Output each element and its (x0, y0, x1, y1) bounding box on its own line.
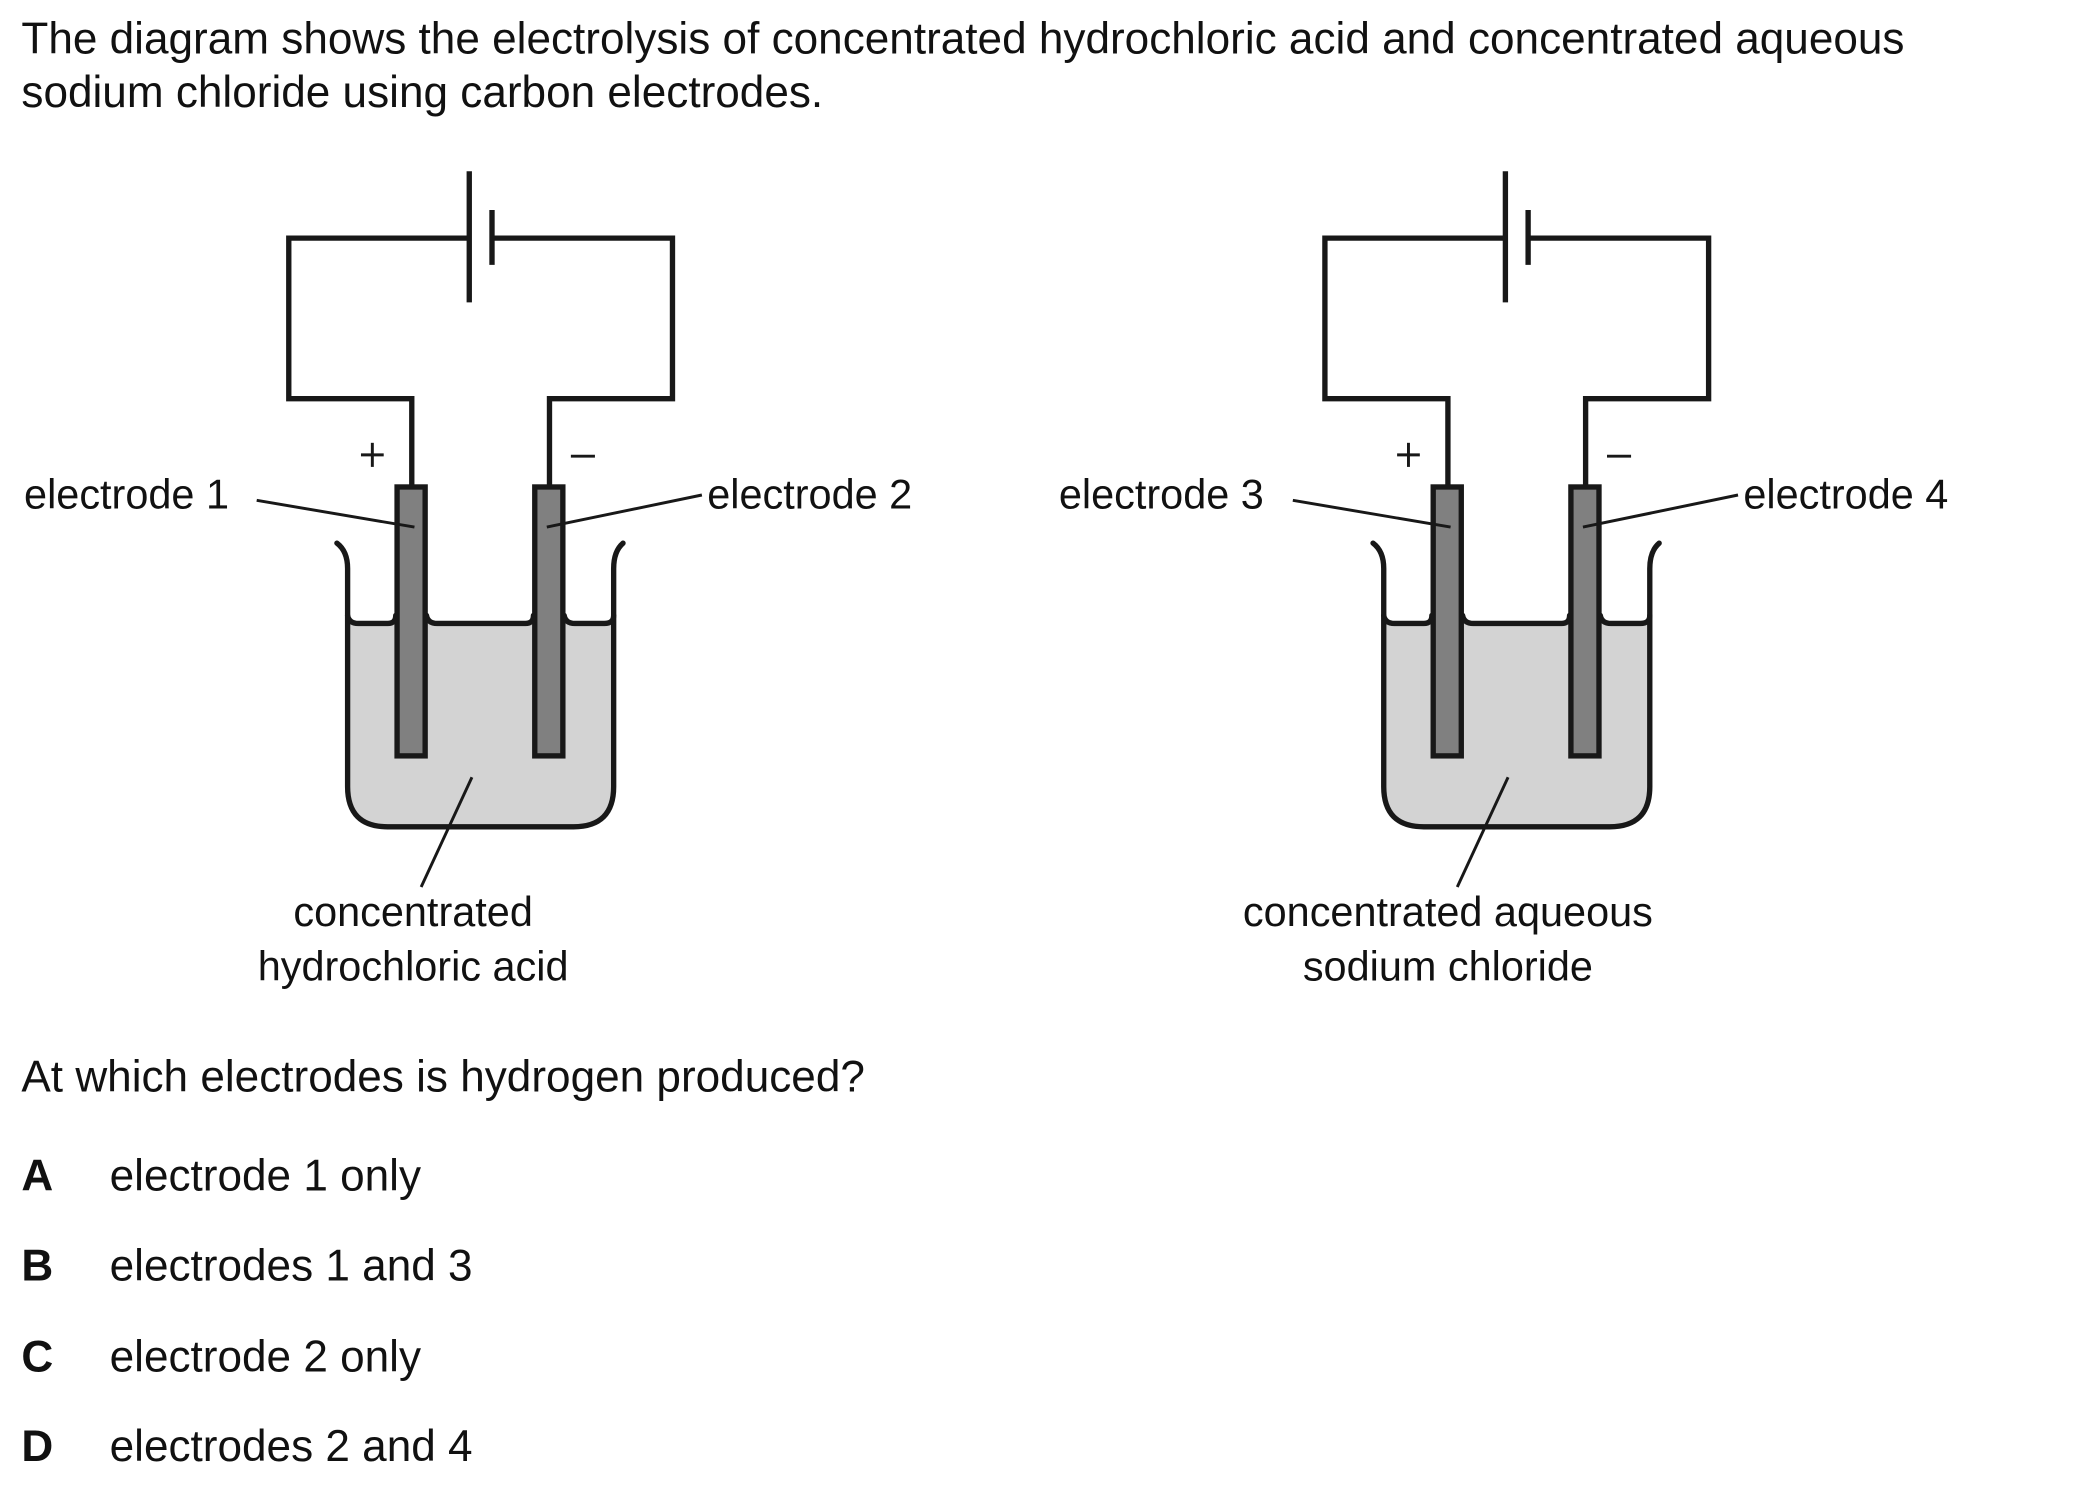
electrode-2-leader (546, 493, 703, 529)
option-text[interactable]: electrodes 2 and 4 (110, 1422, 473, 1471)
solution-label-line-2: sodium chloride (1303, 943, 1593, 990)
intro-line-2: sodium chloride using carbon electrodes. (21, 68, 823, 117)
positive-terminal-icon (1397, 442, 1420, 467)
liquid-surface (344, 612, 617, 627)
intro-line-1: The diagram shows the electrolysis of co… (21, 15, 1904, 64)
positive-terminal-icon (360, 442, 384, 467)
electrode-1-leader (256, 498, 415, 529)
circuit-wires (1322, 235, 1712, 487)
option-text[interactable]: electrode 2 only (110, 1332, 421, 1381)
solution-sodium-chloride (1383, 622, 1650, 827)
option-text[interactable]: electrodes 1 and 3 (110, 1241, 473, 1290)
option-letter[interactable]: B (21, 1241, 53, 1290)
solution-label-line-1: concentrated (293, 888, 533, 935)
question-text: At which electrodes is hydrogen produced… (21, 1053, 865, 1102)
option-letter[interactable]: C (21, 1332, 53, 1381)
solution-leader (1455, 776, 1510, 888)
electrode-3-label: electrode 3 (1059, 470, 1264, 517)
electrode-4 (1568, 484, 1602, 759)
beaker (334, 540, 626, 830)
electrode-3-leader (1292, 498, 1451, 529)
electrode-1-label: electrode 1 (24, 470, 229, 517)
option-d[interactable]: D electrodes 2 and 4 (21, 1422, 472, 1471)
beaker (1370, 540, 1662, 830)
electrode-4-leader (1582, 493, 1739, 529)
option-a[interactable]: A electrode 1 only (21, 1152, 421, 1201)
solution-label-line-2: hydrochloric acid (258, 943, 569, 990)
diagram-sodium-chloride: electrode 3 electrode 4 concentrated aqu… (1059, 171, 1948, 990)
option-b[interactable]: B electrodes 1 and 3 (21, 1241, 472, 1290)
battery-cell-icon (466, 171, 495, 303)
option-text[interactable]: electrode 1 only (110, 1152, 421, 1201)
diagram-hydrochloric-acid: electrode 1 electrode 2 concentrated hyd… (24, 171, 912, 990)
option-letter[interactable]: D (21, 1422, 53, 1471)
option-c[interactable]: C electrode 2 only (21, 1332, 421, 1381)
electrode-2-label: electrode 2 (707, 470, 912, 517)
solution-label-line-1: concentrated aqueous (1243, 888, 1653, 935)
electrode-1 (394, 484, 428, 759)
solution-hydrochloric-acid (347, 622, 614, 827)
electrode-2 (532, 484, 566, 759)
circuit-wires (286, 235, 676, 487)
solution-leader (419, 776, 474, 888)
electrode-3 (1430, 484, 1464, 759)
liquid-surface (1381, 612, 1653, 627)
electrode-4-label: electrode 4 (1743, 470, 1948, 517)
battery-cell-icon (1502, 171, 1531, 303)
option-letter[interactable]: A (21, 1152, 53, 1201)
